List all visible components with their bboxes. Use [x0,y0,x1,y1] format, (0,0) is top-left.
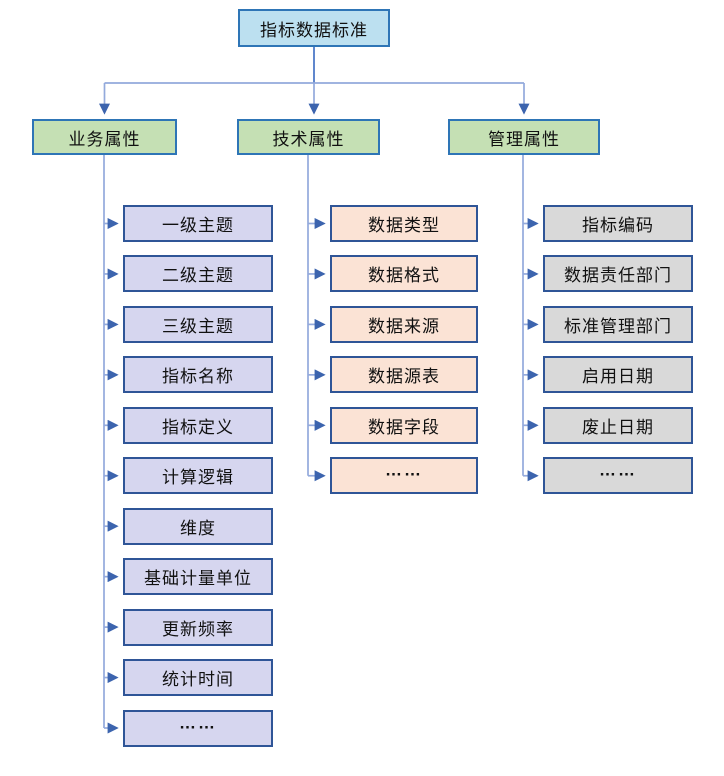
node-business-item-0: 一级主题 [123,205,273,242]
node-management-item-5: …… [543,457,693,494]
header-management-attributes: 管理属性 [448,119,600,155]
node-management-item-4: 废止日期 [543,407,693,444]
node-business-item-7: 基础计量单位 [123,558,273,595]
node-business-item-2: 三级主题 [123,306,273,343]
node-business-item-6: 维度 [123,508,273,545]
node-technical-item-0: 数据类型 [330,205,478,242]
node-management-item-2: 标准管理部门 [543,306,693,343]
node-business-item-5: 计算逻辑 [123,457,273,494]
node-business-item-3: 指标名称 [123,356,273,393]
node-business-item-8: 更新频率 [123,609,273,646]
header-technical-attributes: 技术属性 [237,119,380,155]
node-technical-item-3: 数据源表 [330,356,478,393]
node-technical-item-1: 数据格式 [330,255,478,292]
node-business-item-10: …… [123,710,273,747]
node-technical-item-2: 数据来源 [330,306,478,343]
node-management-item-0: 指标编码 [543,205,693,242]
node-management-item-3: 启用日期 [543,356,693,393]
header-business-attributes: 业务属性 [32,119,177,155]
node-management-item-1: 数据责任部门 [543,255,693,292]
node-business-item-1: 二级主题 [123,255,273,292]
node-technical-item-4: 数据字段 [330,407,478,444]
node-business-item-4: 指标定义 [123,407,273,444]
node-technical-item-5: …… [330,457,478,494]
root-node: 指标数据标准 [238,9,390,47]
node-business-item-9: 统计时间 [123,659,273,696]
